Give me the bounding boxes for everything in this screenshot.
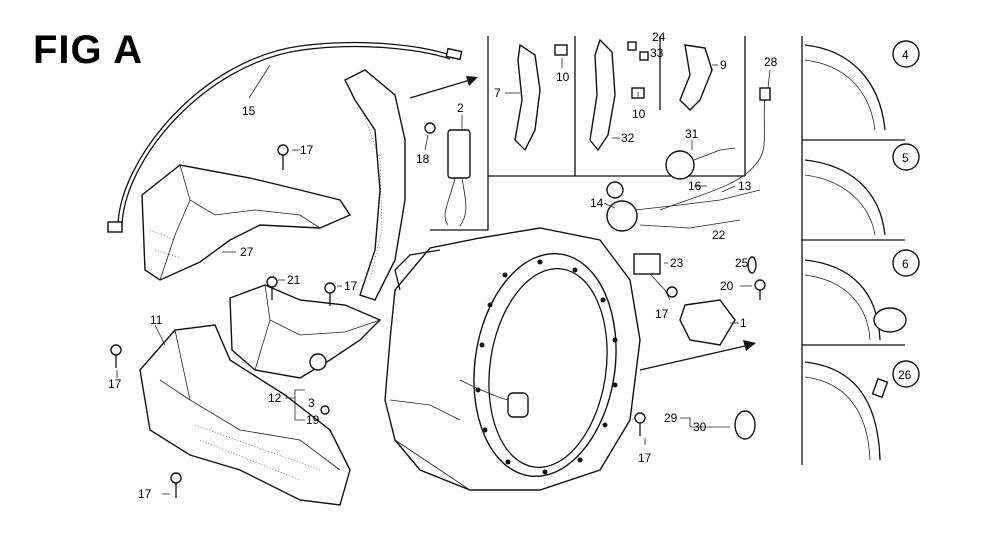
- variant-4: 4: [902, 48, 909, 62]
- callout-20: 20: [720, 279, 734, 293]
- callout-17: 17: [344, 279, 358, 293]
- callout-10: 10: [556, 70, 570, 84]
- callout-7: 7: [494, 86, 501, 100]
- callout-23: 23: [670, 256, 684, 270]
- callout-29: 29: [664, 411, 678, 425]
- callout-11: 11: [150, 313, 163, 327]
- heat-shield: [344, 69, 406, 301]
- callout-15: 15: [242, 104, 256, 118]
- callout-1: 1: [740, 316, 747, 330]
- figure-title: FIG A: [33, 28, 144, 72]
- direction-arrows: [409, 76, 756, 371]
- callout-2: 2: [457, 101, 464, 115]
- callout-17: 17: [108, 377, 122, 391]
- inset-frames: [430, 36, 905, 465]
- callout-27: 27: [240, 245, 254, 259]
- wire-harness: [459, 87, 771, 440]
- callout-9: 9: [720, 58, 727, 72]
- callout-17: 17: [138, 487, 152, 501]
- switch-assembly: [444, 129, 471, 227]
- leader-lines: [116, 58, 771, 495]
- callout-24: 24: [652, 30, 666, 44]
- bolts: [110, 122, 766, 498]
- variant-26: 26: [898, 368, 912, 382]
- callout-16: 16: [688, 179, 702, 193]
- shroud-27: [141, 164, 352, 281]
- callout-13: 13: [738, 179, 752, 193]
- callout-17: 17: [638, 451, 652, 465]
- variant-insets: [804, 44, 907, 461]
- callout-12: 12: [268, 391, 282, 405]
- callout-25: 25: [735, 256, 749, 270]
- callout-32: 32: [621, 131, 635, 145]
- callout-labels: 15 17 27 11 17 17 21 17 12 3 19 18 2 7 1…: [108, 30, 778, 501]
- callout-17: 17: [655, 307, 669, 321]
- variant-6: 6: [902, 257, 909, 271]
- bracket-12: [229, 284, 382, 415]
- callout-18: 18: [416, 152, 430, 166]
- callout-17: 17: [300, 143, 314, 157]
- callout-19: 19: [306, 413, 320, 427]
- lower-cover-11: [139, 324, 351, 506]
- callout-33: 33: [650, 46, 664, 60]
- fan-shroud: [384, 227, 641, 491]
- choke-cable: [107, 41, 463, 233]
- inset-parts: [514, 38, 713, 152]
- callout-10: 10: [632, 107, 646, 121]
- callout-30: 30: [693, 420, 707, 434]
- callout-22: 22: [712, 228, 726, 242]
- callout-14: 14: [590, 196, 604, 210]
- variant-badges: 4 5 6 26: [892, 40, 920, 388]
- callout-31: 31: [685, 127, 699, 141]
- callout-28: 28: [764, 55, 778, 69]
- variant-5: 5: [902, 151, 909, 165]
- callout-21: 21: [287, 273, 301, 287]
- callout-3: 3: [308, 396, 315, 410]
